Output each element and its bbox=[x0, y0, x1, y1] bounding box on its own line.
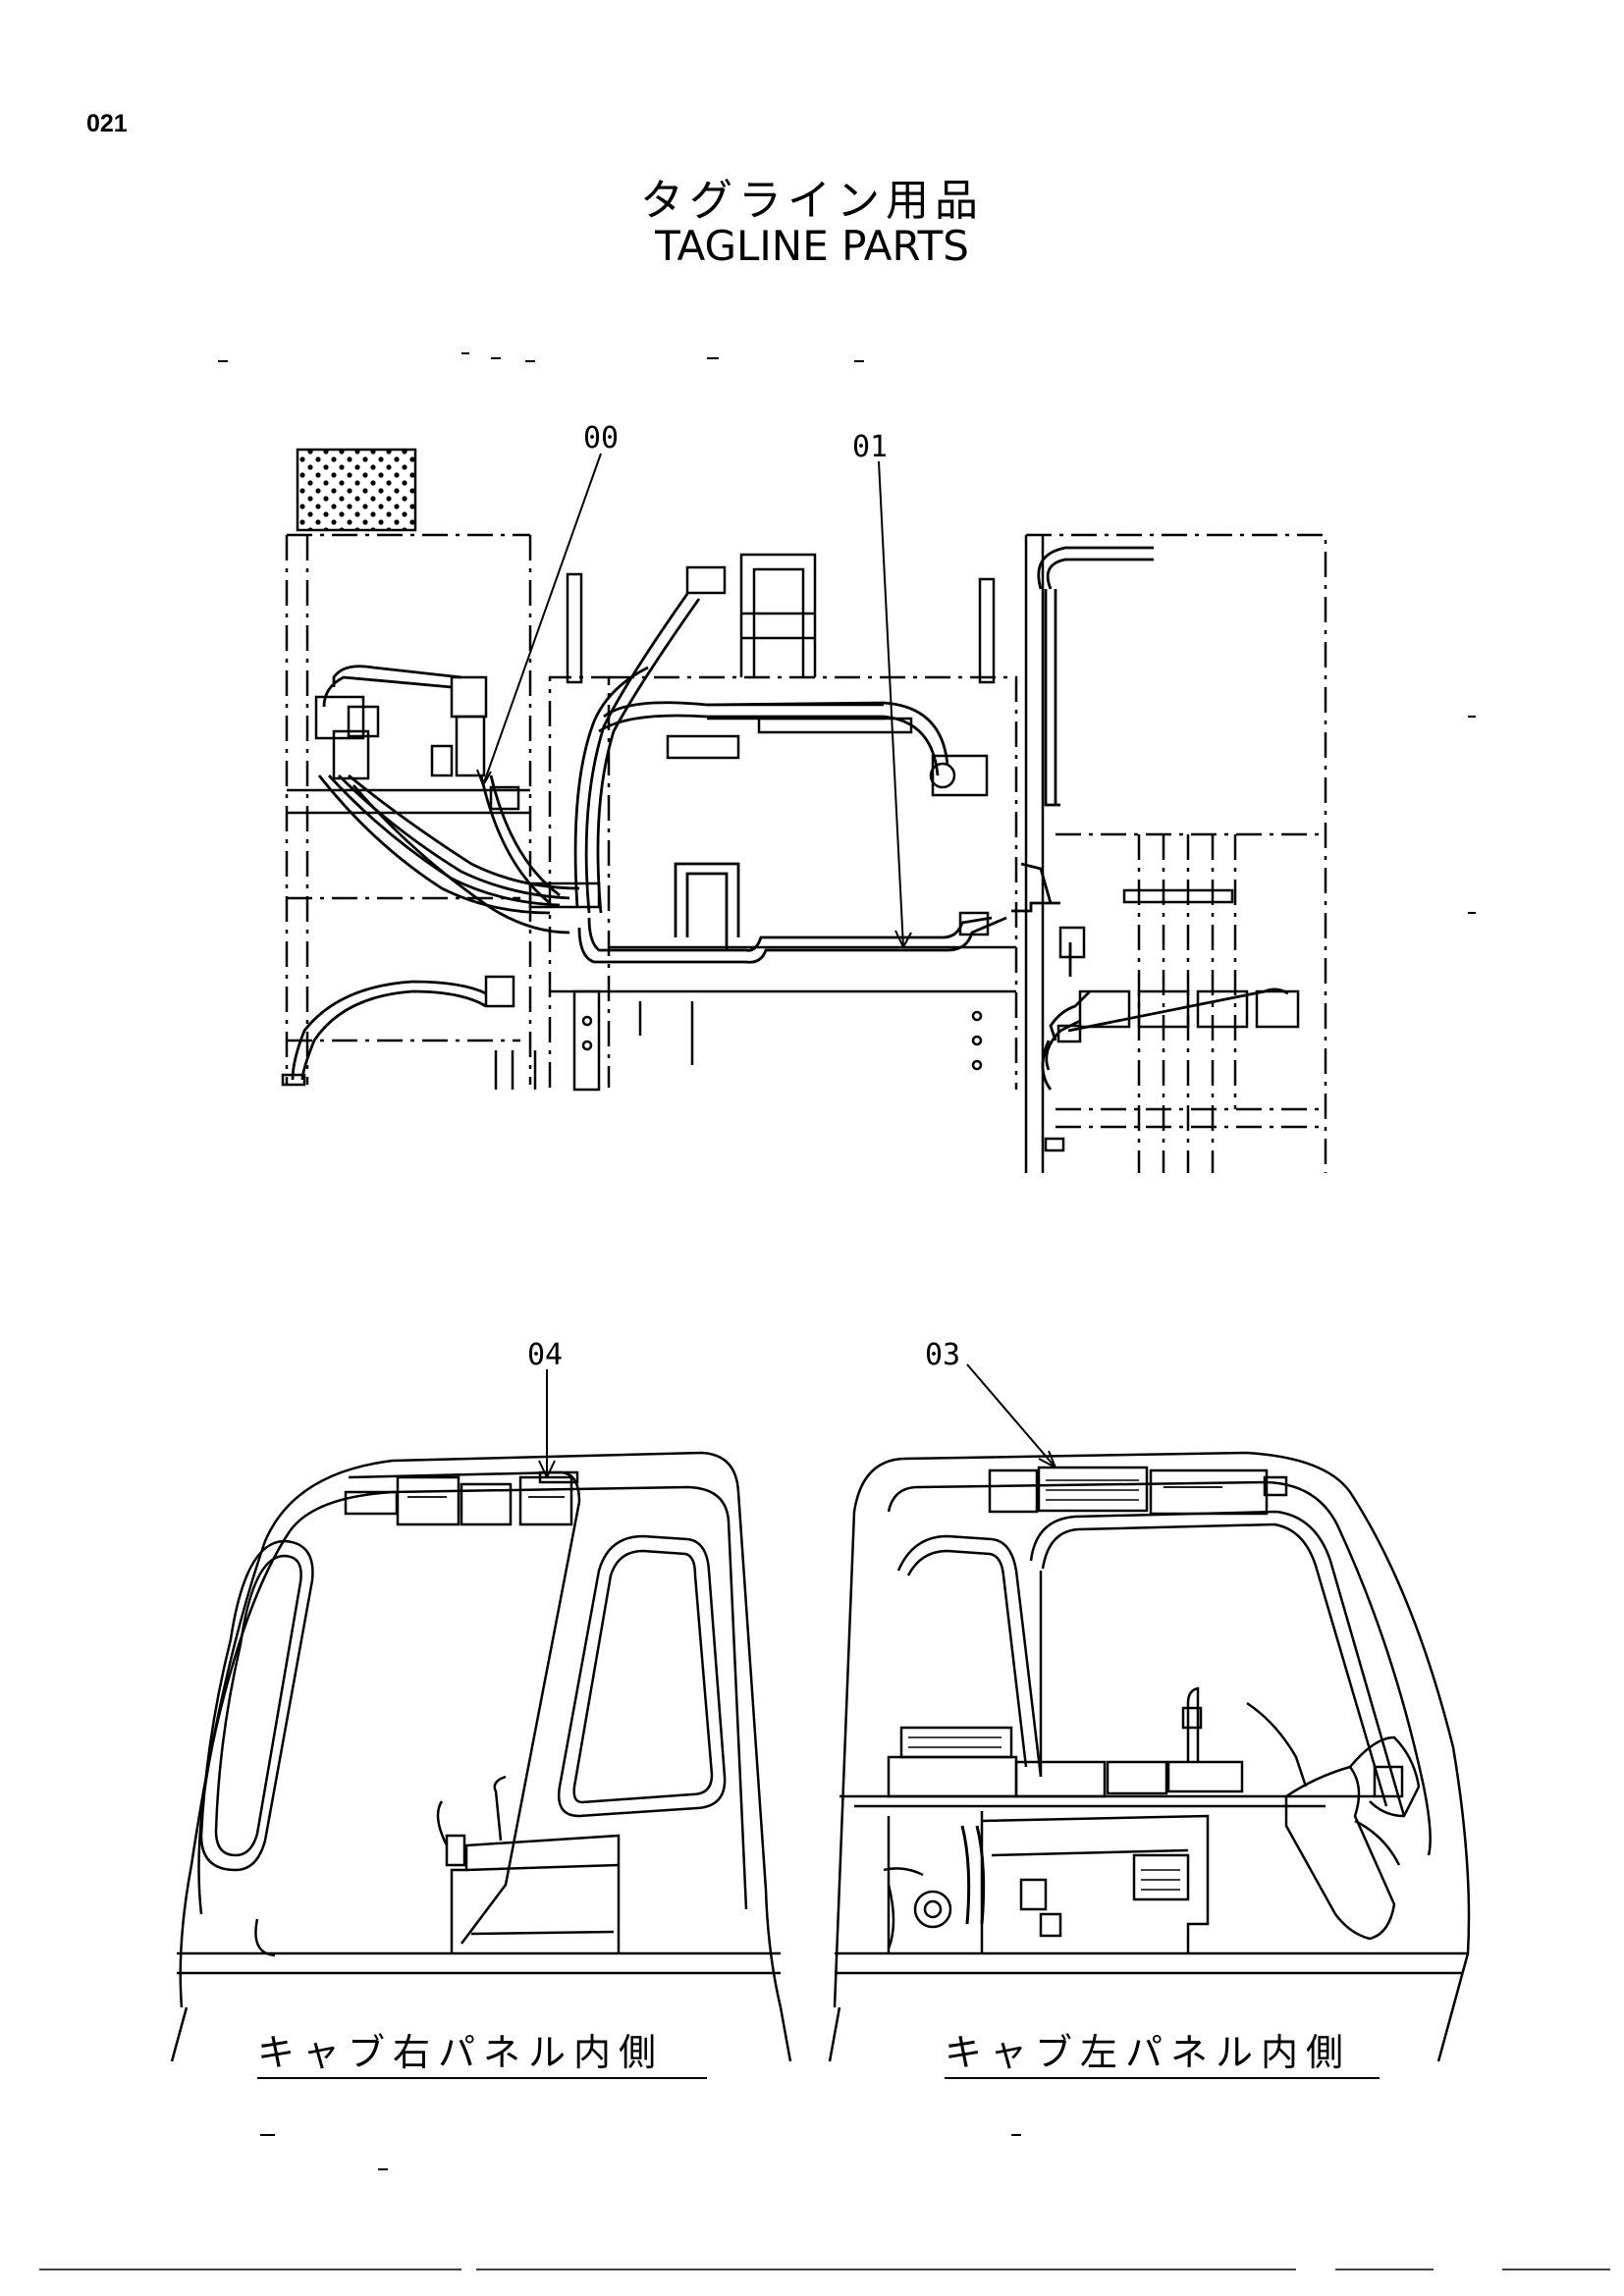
top-cage bbox=[685, 553, 817, 677]
cab-left-panel-view: 03 bbox=[828, 1338, 1471, 2062]
tagline-assembly-view: 00 01 bbox=[281, 421, 1327, 1173]
caption-cab-right-panel: キャブ右パネル内側 bbox=[257, 2031, 664, 2074]
callout-04: 04 bbox=[527, 1338, 563, 1372]
cab-right-panel-view: 04 bbox=[170, 1338, 792, 2062]
title-japanese: タグライン用品 bbox=[640, 176, 984, 226]
title-english: TAGLINE PARTS bbox=[655, 222, 969, 270]
callout-leaders bbox=[476, 453, 912, 948]
scan-marks bbox=[218, 352, 1476, 2170]
left-frame bbox=[285, 533, 532, 1085]
center-frame bbox=[548, 675, 1018, 1092]
hydraulic-hoses bbox=[291, 546, 1289, 1091]
page-number: 021 bbox=[86, 110, 128, 137]
callout-01: 01 bbox=[852, 430, 888, 464]
callout-03: 03 bbox=[925, 1338, 960, 1372]
caption-cab-left-panel: キャブ左パネル内側 bbox=[945, 2031, 1351, 2074]
valve-block-left bbox=[314, 675, 601, 909]
dotted-block bbox=[296, 448, 417, 532]
callout-00: 00 bbox=[583, 421, 619, 455]
connector-fittings bbox=[281, 754, 1086, 1087]
right-frame bbox=[1024, 533, 1327, 1173]
upright-posts bbox=[494, 572, 996, 1090]
